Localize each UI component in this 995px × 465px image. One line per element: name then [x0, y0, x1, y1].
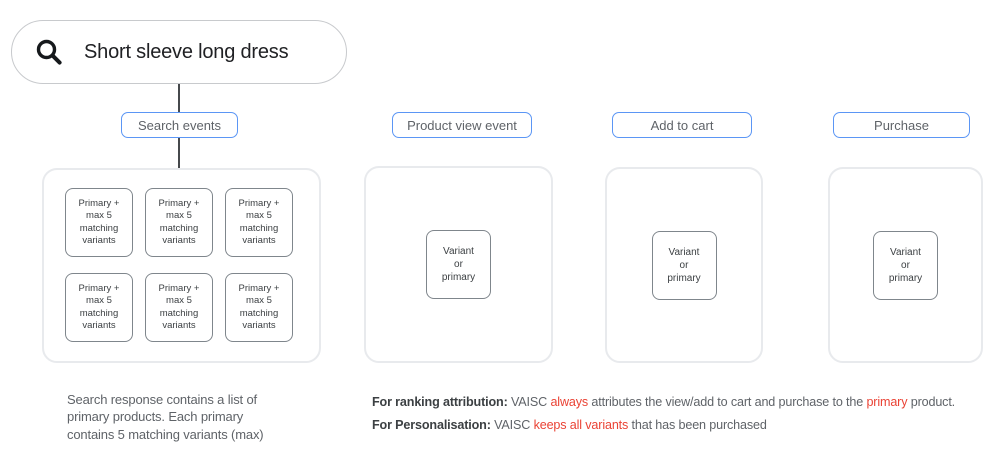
personalisation-highlight-variants: keeps all variants — [533, 418, 629, 432]
ranking-highlight-always: always — [550, 395, 589, 409]
primary-variants-card: Primary + max 5 matching variants — [145, 273, 213, 342]
primary-variants-card: Primary + max 5 matching variants — [225, 273, 293, 342]
personalisation-text-1: VAISC — [490, 418, 534, 432]
product-view-event-label-text: Product view event — [407, 117, 517, 133]
variant-or-primary-card: Variant or primary — [873, 230, 938, 300]
search-events-container: Primary + max 5 matching variants Primar… — [42, 168, 321, 363]
search-response-note: Search response contains a list of prima… — [67, 392, 264, 442]
search-icon — [36, 39, 62, 65]
purchase-label: Purchase — [833, 112, 970, 138]
add-to-cart-label-text: Add to cart — [650, 117, 714, 133]
ranking-attribution-label: For ranking attribution: — [372, 395, 508, 409]
product-view-event-label: Product view event — [392, 112, 532, 138]
ranking-text-3: product. — [907, 395, 956, 409]
product-view-container: Variant or primary — [364, 166, 553, 363]
variant-or-primary-card: Variant or primary — [426, 230, 491, 299]
add-to-cart-container: Variant or primary — [605, 167, 763, 363]
attribution-notes: For ranking attribution: VAISC always at… — [372, 392, 955, 438]
primary-variants-card: Primary + max 5 matching variants — [65, 188, 133, 257]
add-to-cart-label: Add to cart — [612, 112, 752, 138]
personalisation-label: For Personalisation: — [372, 418, 491, 432]
ranking-highlight-primary: primary — [866, 395, 908, 409]
purchase-label-text: Purchase — [874, 117, 929, 133]
purchase-container: Variant or primary — [828, 167, 983, 363]
personalisation-text-2: that has been purchased — [628, 418, 767, 432]
search-query-text: Short sleeve long dress — [84, 40, 289, 63]
ranking-attribution-note: For ranking attribution: VAISC always at… — [372, 392, 955, 412]
search-events-label: Search events — [121, 112, 238, 138]
primary-variants-card: Primary + max 5 matching variants — [225, 188, 293, 257]
search-bar: Short sleeve long dress — [11, 20, 347, 84]
search-events-label-text: Search events — [137, 117, 222, 133]
personalisation-note: For Personalisation: VAISC keeps all var… — [372, 415, 955, 435]
ranking-text-2: attributes the view/add to cart and purc… — [588, 395, 867, 409]
primary-variants-card: Primary + max 5 matching variants — [145, 188, 213, 257]
primary-variants-card: Primary + max 5 matching variants — [65, 273, 133, 342]
ranking-text-1: VAISC — [507, 395, 551, 409]
variant-or-primary-card: Variant or primary — [651, 230, 717, 300]
connector-label-to-container — [178, 138, 180, 168]
connector-searchbar-to-label — [178, 84, 180, 112]
